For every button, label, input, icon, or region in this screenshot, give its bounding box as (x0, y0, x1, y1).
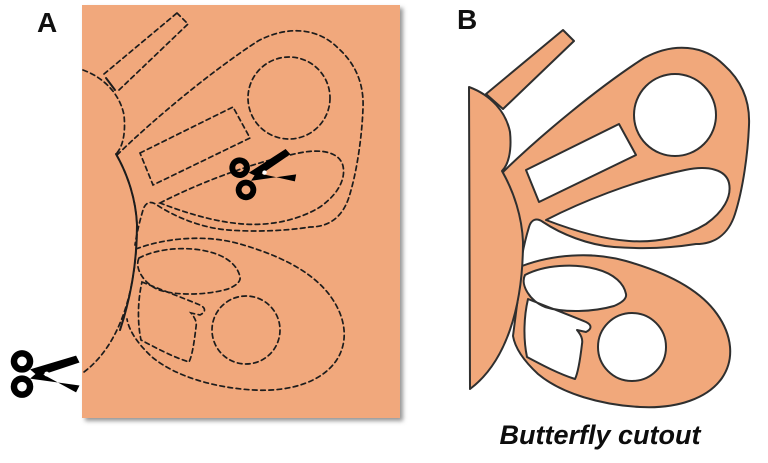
body-cut-edge-solid (115, 153, 139, 331)
scissors-icon (14, 353, 80, 394)
hindwing-quad-cut-line (137, 280, 206, 364)
cutout-body (468, 86, 524, 390)
forewing-circle-cut-line (247, 56, 331, 140)
forewing-cut-line (116, 29, 364, 246)
antenna-junction-solid (105, 77, 116, 91)
antenna-cut-line (103, 12, 189, 91)
paper-sheet (82, 5, 400, 418)
cutout-hindwing (512, 254, 732, 409)
cutout-antenna (485, 29, 575, 110)
hindwing-cut-line (126, 237, 346, 392)
panel-b-butterfly-cutout (468, 29, 751, 409)
cutout-forewing (502, 46, 751, 263)
forewing-teardrop-cut-line (157, 150, 345, 226)
butterfly-template-outline (82, 12, 364, 392)
forewing-bar-cut-line (138, 105, 252, 187)
hindwing-blob-cut-line (136, 247, 241, 295)
panel-a-label: A (37, 7, 58, 38)
panel-a-paper-template (14, 5, 400, 418)
hindwing-circle-cut-line (211, 295, 281, 365)
panel-b-label: B (457, 4, 478, 35)
figure-caption: Butterfly cutout (499, 420, 701, 450)
